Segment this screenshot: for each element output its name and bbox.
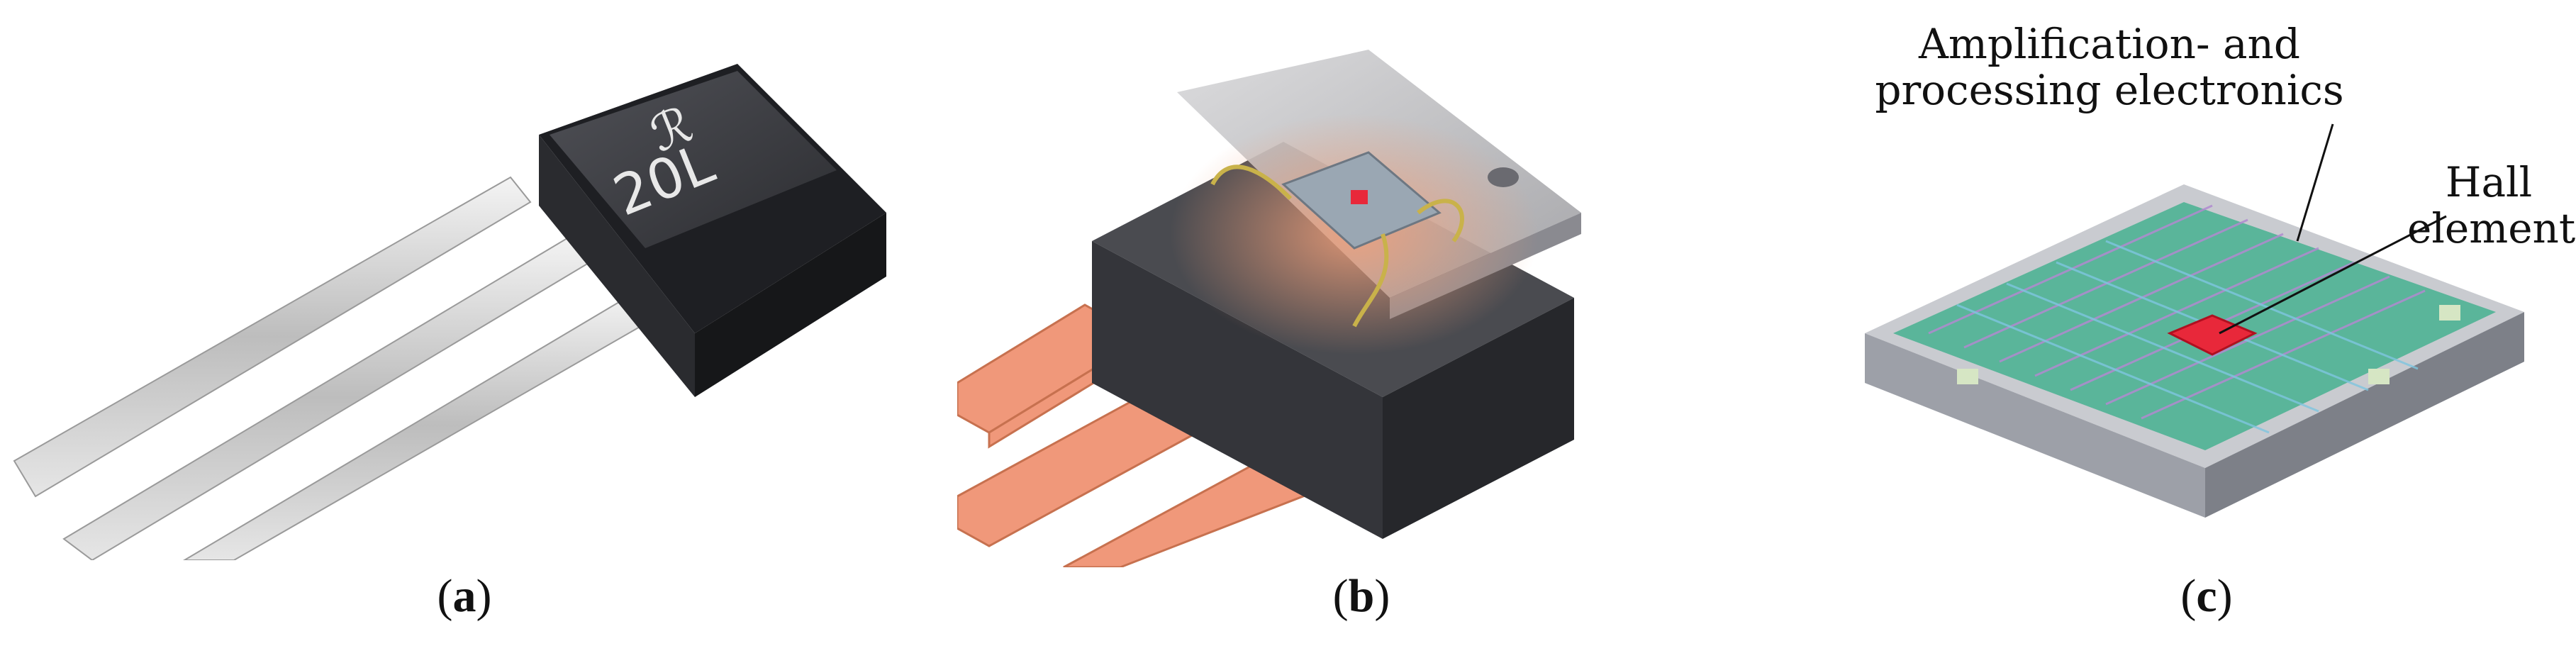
panel-c-chip-layout (1815, 0, 2574, 567)
mounting-hole (1488, 167, 1519, 187)
caption-b-letter: b (1348, 570, 1375, 622)
annotation-processing-line2: processing electronics (1875, 65, 2344, 114)
cutaway-render (957, 50, 1581, 567)
circuit-area (1893, 202, 2496, 450)
annotation-hall-element: Hall element (2407, 158, 2576, 252)
bond-pad (2368, 369, 2390, 384)
panel-a-sensor-photo: ℛ 20L (0, 0, 922, 560)
annotation-hall-line1: Hall (2445, 158, 2533, 206)
sensor-package-photo: ℛ 20L (13, 64, 886, 560)
caption-c-letter: c (2196, 570, 2217, 622)
caption-a-letter: a (452, 570, 476, 622)
annotation-hall-line2: element (2407, 204, 2576, 252)
sensor-die (1281, 151, 1442, 250)
annotation-processing-line1: Amplification- and (1918, 20, 2301, 68)
panel-b-cutaway-render (957, 0, 1766, 567)
bond-pad (1957, 369, 1978, 384)
caption-a: (a) (437, 570, 492, 622)
leader-line-processing (2296, 123, 2334, 242)
hall-element-die (1351, 190, 1368, 204)
chip-layout-render (1865, 123, 2524, 518)
caption-c: (c) (2180, 570, 2233, 622)
bond-pad (2439, 305, 2460, 321)
leader-line-hall (2219, 215, 2447, 335)
sensor-leads (13, 176, 661, 560)
bond-wires (1210, 165, 1464, 328)
annotation-processing-electronics: Amplification- and processing electronic… (1854, 21, 2365, 113)
caption-b: (b) (1332, 570, 1390, 622)
sensor-package-body (539, 64, 886, 397)
